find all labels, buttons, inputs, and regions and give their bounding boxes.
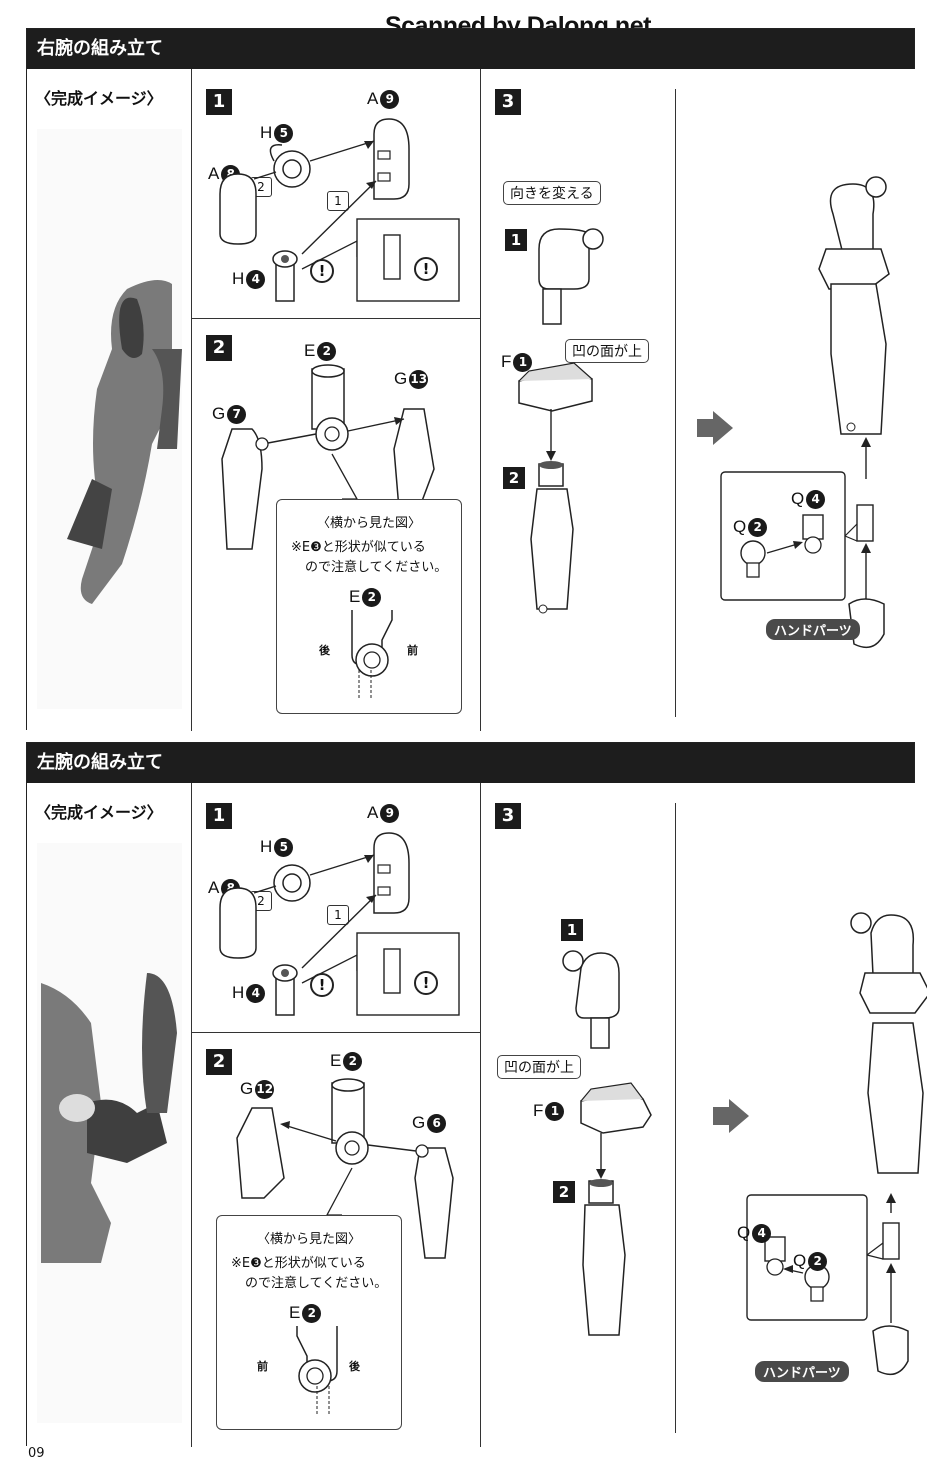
step-number: 1 <box>206 89 232 115</box>
left-arm-image-panel: 〈完成イメージ〉 <box>27 783 192 1447</box>
front-label: 前 <box>407 644 418 657</box>
page-number: 09 <box>28 1446 45 1461</box>
step-number: 2 <box>206 335 232 361</box>
right-arm-image-panel: 〈完成イメージ〉 <box>27 69 192 731</box>
hand-parts-badge: ハンドパーツ <box>766 619 860 640</box>
step3-diagram <box>562 912 927 1376</box>
sequence-1: 1 <box>327 191 349 211</box>
step1-diagram <box>219 832 460 1016</box>
figure-illustration <box>37 843 182 1423</box>
hand-parts-badge: ハンドパーツ <box>755 1361 849 1382</box>
step-number: 1 <box>206 803 232 829</box>
step2-diagram <box>236 1078 454 1259</box>
step3-divider <box>675 803 676 1433</box>
image-label: 〈完成イメージ〉 <box>35 89 163 108</box>
note-line2: ので注意してください。 <box>245 1276 388 1291</box>
step-number: 3 <box>495 803 521 829</box>
sub-step-2: 2 <box>503 467 525 489</box>
image-label: 〈完成イメージ〉 <box>35 803 163 822</box>
next-arrow-icon <box>697 411 733 445</box>
right-arm-title: 右腕の組み立て <box>27 29 914 69</box>
note-title: 〈横から見た図〉 <box>256 1232 361 1247</box>
side-view-diagram <box>296 1326 338 1416</box>
note-line1: ※E❸と形状が似ている <box>231 1256 366 1271</box>
callout-turn: 向きを変える <box>503 181 601 205</box>
step-number: 3 <box>495 89 521 115</box>
note-title: 〈横から見た図〉 <box>316 516 421 531</box>
step-number: 2 <box>206 1049 232 1075</box>
sequence-1: 1 <box>327 905 349 925</box>
note-line1: ※E❸と形状が似ている <box>291 540 426 555</box>
front-label: 前 <box>257 1360 268 1373</box>
figure-illustration <box>37 129 182 709</box>
back-label: 後 <box>349 1360 360 1373</box>
sub-step-2: 2 <box>553 1181 575 1203</box>
warning-icon: ! <box>310 973 334 997</box>
note-line2: ので注意してください。 <box>305 560 448 575</box>
sub-step-1: 1 <box>561 919 583 941</box>
step3-divider <box>675 89 676 717</box>
step3-diagram <box>518 176 890 649</box>
next-arrow-icon <box>713 1099 749 1133</box>
warning-icon: ! <box>414 971 438 995</box>
warning-icon: ! <box>414 257 438 281</box>
callout-face: 凹の面が上 <box>565 339 649 363</box>
side-view-diagram <box>351 610 393 700</box>
step1-diagram <box>219 118 460 302</box>
left-arm-title: 左腕の組み立て <box>27 743 914 783</box>
warning-icon: ! <box>310 259 334 283</box>
callout-face: 凹の面が上 <box>497 1055 581 1079</box>
back-label: 後 <box>319 644 330 657</box>
sub-step-1: 1 <box>505 229 527 251</box>
